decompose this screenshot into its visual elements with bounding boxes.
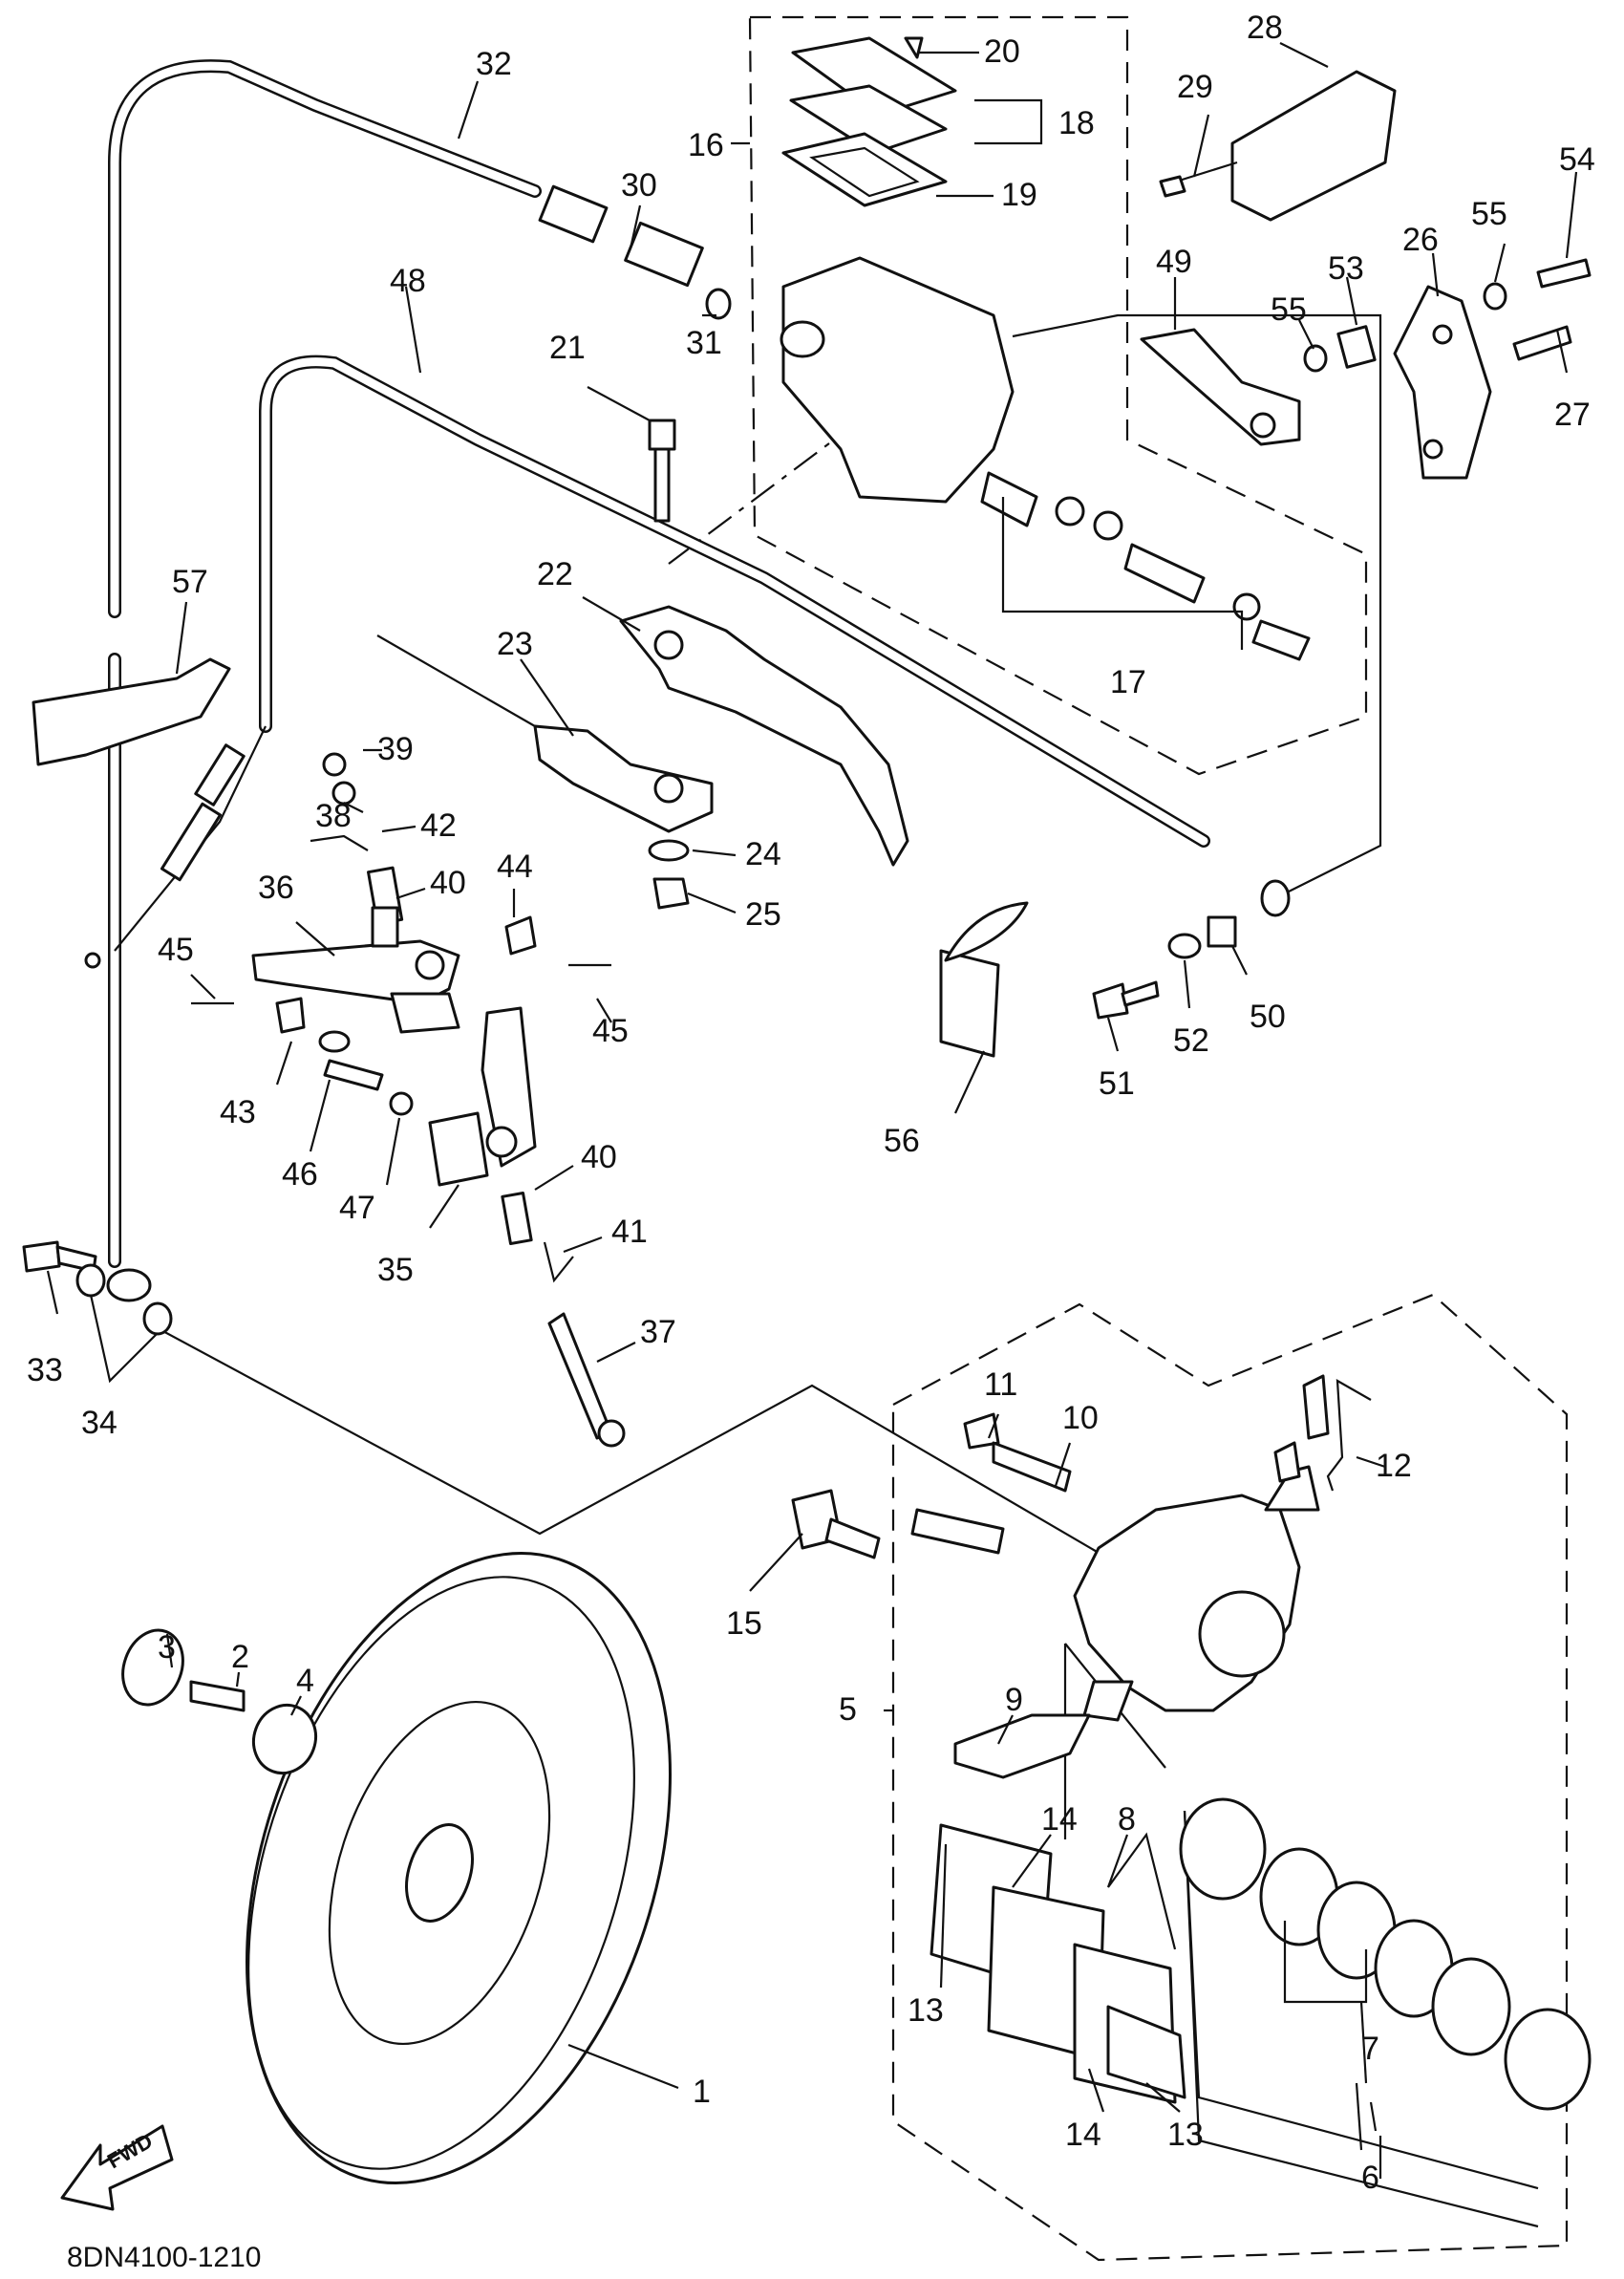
callout-46: 46 [282,1156,318,1193]
bracket-57 [32,657,231,766]
callout-42: 42 [420,807,457,844]
callout-24: 24 [745,836,781,872]
bleeder-12 [1273,1374,1330,1483]
callout-37: 37 [640,1314,676,1350]
nut-24-25 [648,839,690,910]
callout-4: 4 [296,1663,314,1699]
callout-26: 26 [1402,222,1439,258]
master-cylinder-group-outline [748,15,1368,776]
pins-springs-37-47 [191,752,626,1448]
callout-49: 49 [1156,244,1192,280]
callout-35: 35 [377,1252,414,1288]
callout-43: 43 [220,1094,256,1130]
callout-leaders [46,42,1578,2179]
fwd-arrow-icon: FWD [60,2124,174,2211]
callout-45-left: 45 [158,932,194,968]
callout-12: 12 [1376,1448,1412,1484]
callout-13-right: 13 [1167,2117,1204,2153]
callout-39: 39 [377,731,414,767]
brake-lever-22 [619,605,909,867]
bolt-21 [648,419,676,523]
callout-51: 51 [1099,1065,1135,1102]
callout-34: 34 [81,1405,118,1441]
lever-holder-23 [376,634,714,833]
switch-28 [1159,70,1397,222]
arm-36 [251,939,460,1034]
callout-56: 56 [884,1123,920,1159]
master-cylinder-body [780,256,1015,504]
callout-40-lower: 40 [581,1139,617,1175]
brake-disc-1 [246,1551,672,2185]
callout-21: 21 [549,330,586,366]
callout-1: 1 [693,2074,711,2110]
callout-45-right: 45 [592,1013,629,1049]
collar-53 [1303,282,1507,373]
callout-50: 50 [1250,999,1286,1035]
callout-53: 53 [1328,250,1364,287]
callout-8: 8 [1118,1801,1136,1838]
callout-22: 22 [537,556,573,592]
callout-14-lower: 14 [1065,2117,1101,2153]
callout-41: 41 [611,1214,648,1250]
reservoir-cap-20 [781,36,957,207]
caliper-group-outline [891,1293,1569,2262]
cable-32 [106,59,732,1302]
callout-28: 28 [1247,10,1283,46]
pad-spring-9 [953,1713,1091,1779]
arm-35 [428,1006,537,1187]
callout-5: 5 [839,1691,857,1728]
callout-6: 6 [1361,2160,1379,2196]
callout-30: 30 [621,167,657,204]
callout-57: 57 [172,564,208,600]
callout-9: 9 [1005,1682,1023,1718]
callout-11: 11 [984,1366,1017,1403]
callout-23: 23 [497,626,533,662]
cable-48 [84,355,1291,969]
callout-13-left: 13 [908,1992,944,2029]
callout-40-upper: 40 [430,865,466,901]
callout-44: 44 [497,849,533,885]
callout-31: 31 [686,325,722,361]
callout-38: 38 [315,798,352,834]
callout-47: 47 [339,1190,375,1226]
pins-10-11-15 [791,1412,1072,1559]
callout-27: 27 [1554,397,1591,433]
callout-25: 25 [745,896,781,933]
callout-52: 52 [1173,1022,1209,1059]
callout-17: 17 [1110,664,1146,700]
circlip-3 [121,1628,184,1707]
callout-15: 15 [726,1605,762,1642]
callout-2: 2 [231,1639,249,1675]
key-2 [189,1680,246,1712]
callout-32: 32 [476,46,512,82]
diagram-code: 8DN4100-1210 [67,2242,261,2273]
callout-36: 36 [258,870,294,906]
callout-16: 16 [688,127,724,163]
bolt-54 [1512,258,1592,361]
caliper-pistons-seals-7 [1179,1797,1592,2111]
callout-54: 54 [1559,141,1595,178]
callout-20: 20 [984,33,1020,70]
plate-56 [939,901,1029,1058]
callout-14-upper: 14 [1041,1801,1078,1838]
brake-caliper-body [1073,1465,1320,1722]
bolt-51-52-50 [1092,915,1237,1020]
callout-55-lower: 55 [1271,291,1307,328]
callout-48: 48 [390,263,426,299]
brake-pedal-49 [1140,328,1301,446]
callout-7: 7 [1361,2031,1379,2067]
callout-3: 3 [158,1629,176,1666]
callout-19: 19 [1001,177,1037,213]
callout-18: 18 [1058,105,1095,141]
master-cylinder-piston-kit-17 [980,471,1311,661]
brake-pads-8 [930,1823,1186,2104]
callout-55-upper: 55 [1471,196,1507,232]
connection-lines [157,313,1539,2228]
callout-10: 10 [1062,1400,1099,1436]
callout-33: 33 [27,1352,63,1388]
callout-labels: 20 28 18 29 32 16 19 30 54 55 53 26 49 5… [27,10,1595,2196]
callout-29: 29 [1177,69,1213,105]
bracket-26 [1393,285,1492,480]
